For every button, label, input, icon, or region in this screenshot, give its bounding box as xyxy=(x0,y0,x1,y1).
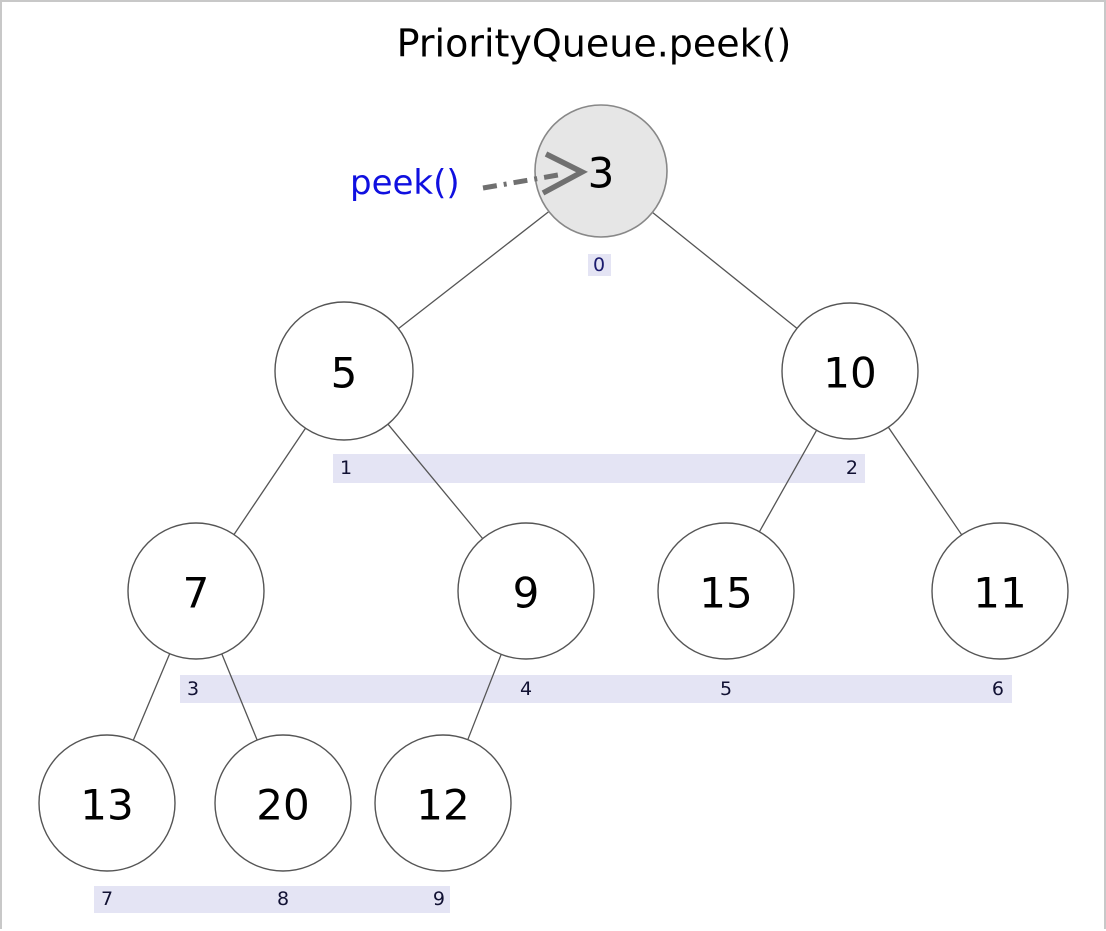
peek-arrow-shaft xyxy=(482,172,559,191)
index-band xyxy=(180,675,1012,703)
tree-edge xyxy=(887,426,963,536)
node-index-label: 3 xyxy=(187,678,199,700)
peek-annotation-label: peek() xyxy=(350,163,460,203)
tree-edge xyxy=(652,211,798,329)
node-index-label: 5 xyxy=(720,678,732,700)
node-index-label: 0 xyxy=(593,254,605,276)
tree-edge xyxy=(758,429,818,533)
node-index-label: 7 xyxy=(101,888,113,910)
node-value-label: 3 xyxy=(588,149,615,198)
peek-annotation-group: peek() xyxy=(350,151,588,203)
node-circle[interactable] xyxy=(657,522,795,660)
index-band xyxy=(333,454,865,483)
node-value-label: 10 xyxy=(823,349,876,398)
node-index-label: 2 xyxy=(846,457,858,479)
node-circle[interactable] xyxy=(931,522,1069,660)
page-title: PriorityQueue.peek() xyxy=(397,22,792,66)
node-index-label: 9 xyxy=(433,888,445,910)
node-index-label: 6 xyxy=(992,678,1004,700)
node-value-label: 13 xyxy=(80,781,133,830)
node-value-label: 9 xyxy=(513,569,540,618)
tree-node[interactable]: 9 xyxy=(457,522,595,660)
tree-edge xyxy=(398,211,550,330)
tree-node[interactable]: 13 xyxy=(38,734,176,872)
node-circle[interactable] xyxy=(457,522,595,660)
node-value-label: 11 xyxy=(973,569,1026,618)
node-value-label: 15 xyxy=(699,569,752,618)
node-index-label: 4 xyxy=(520,678,532,700)
node-circle-highlighted[interactable] xyxy=(534,104,668,238)
node-circle[interactable] xyxy=(127,522,265,660)
tree-edge xyxy=(387,423,484,540)
node-value-label: 7 xyxy=(183,569,210,618)
tree-node[interactable]: 20 xyxy=(214,734,352,872)
index-band xyxy=(588,254,611,276)
tree-edge xyxy=(467,654,502,740)
tree-edge xyxy=(221,653,258,741)
node-value-label: 5 xyxy=(331,349,358,398)
node-index-label: 1 xyxy=(340,457,352,479)
tree-node[interactable]: 5 xyxy=(274,301,414,441)
node-index-label: 8 xyxy=(277,888,289,910)
tree-node[interactable]: 7 xyxy=(127,522,265,660)
node-circle[interactable] xyxy=(214,734,352,872)
node-circle[interactable] xyxy=(38,734,176,872)
node-value-label: 12 xyxy=(416,781,469,830)
node-circle[interactable] xyxy=(374,734,512,872)
node-value-label: 20 xyxy=(256,781,309,830)
tree-node[interactable]: 10 xyxy=(781,302,919,440)
tree-node[interactable]: 15 xyxy=(657,522,795,660)
tree-edge xyxy=(132,653,171,741)
index-band xyxy=(94,886,450,913)
tree-node[interactable]: 12 xyxy=(374,734,512,872)
tree-node[interactable]: 3 xyxy=(534,104,668,238)
peek-arrowhead-icon xyxy=(541,151,588,196)
tree-node[interactable]: 11 xyxy=(931,522,1069,660)
node-circle[interactable] xyxy=(274,301,414,441)
node-circle[interactable] xyxy=(781,302,919,440)
tree-edge xyxy=(233,427,307,535)
tree-edge-group xyxy=(132,211,963,741)
